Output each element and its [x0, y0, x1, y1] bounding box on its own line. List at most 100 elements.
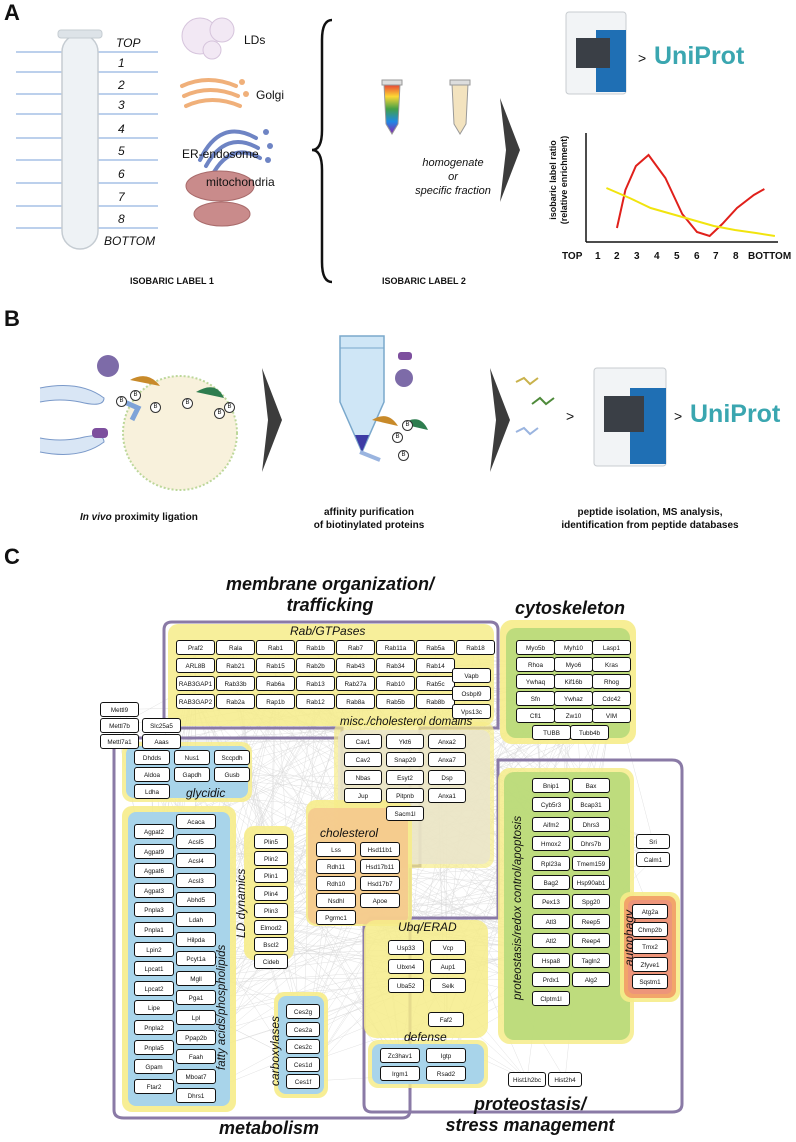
- caption-in-vivo: In vivo: [80, 512, 112, 523]
- protein-node: Myo5b: [516, 640, 555, 655]
- protein-node: Rab18: [456, 640, 495, 655]
- subtitle-glycidic: glycidic: [186, 786, 226, 800]
- caption-affinity: affinity purification of biotinylated pr…: [304, 506, 434, 532]
- protein-node: Bcap31: [572, 797, 610, 813]
- network-edge: [195, 921, 552, 959]
- protein-node: Rdh11: [316, 859, 356, 874]
- protein-node: Selk: [430, 978, 466, 993]
- protein-node: Alg2: [572, 972, 610, 987]
- isobaric-label-1: ISOBARIC LABEL 1: [130, 276, 214, 286]
- protein-node: Apoe: [360, 893, 400, 908]
- protein-node: Hist2h4: [548, 1072, 582, 1087]
- subtitle-cholesterol: cholesterol: [320, 826, 379, 840]
- protein-node: Rab1b: [296, 640, 335, 655]
- protein-node: Myh10: [554, 640, 593, 655]
- network-edge: [151, 791, 155, 852]
- fraction-label: 8: [118, 212, 125, 226]
- protein-node: Sqstm1: [632, 974, 668, 990]
- protein-node: Rab10: [376, 676, 415, 691]
- protein-node: Igtp: [426, 1048, 466, 1063]
- protein-node: Aaas: [142, 734, 181, 749]
- biotin-tag: B: [130, 390, 141, 401]
- protein-node: Rsad2: [426, 1066, 466, 1081]
- isobaric-label-2: ISOBARIC LABEL 2: [382, 276, 466, 286]
- protein-node: Kras: [592, 657, 631, 672]
- network-edge: [195, 785, 552, 999]
- protein-node: Mettl7a1: [100, 734, 139, 749]
- protein-node: Irgm1: [380, 1066, 420, 1081]
- protein-node: Dhrs1: [176, 1088, 216, 1104]
- organelle-lds-label: LDs: [244, 33, 266, 47]
- chart-x-tick: 1: [595, 251, 601, 262]
- protein-node: Dsp: [428, 770, 466, 785]
- protein-node: Rdh10: [316, 876, 356, 891]
- protein-node: Zfyve1: [632, 956, 668, 972]
- subtitle-misc: misc./cholesterol domains: [340, 716, 473, 728]
- protein-node: TUBB: [532, 725, 571, 740]
- title-membrane: membrane organization/ trafficking: [200, 574, 460, 616]
- title-membrane-line2: trafficking: [286, 595, 374, 615]
- protein-node: Pgrmc1: [316, 910, 356, 925]
- protein-node: Cav2: [344, 752, 382, 767]
- beige-tube-icon: [449, 79, 471, 135]
- protein-node: Rab14: [416, 658, 455, 673]
- protein-node: Pga1: [176, 990, 216, 1006]
- protein-node: Praf2: [176, 640, 215, 655]
- protein-node: Rhog: [592, 674, 631, 689]
- panel-b-letter: B: [4, 306, 20, 331]
- protein-node: Zc3hav1: [380, 1048, 420, 1063]
- protein-node: Tmx2: [632, 939, 668, 955]
- protein-node: Hspa8: [532, 952, 570, 968]
- protein-node: Lpin2: [134, 941, 174, 957]
- protein-node: Aldoa: [134, 767, 170, 782]
- protein-node: Plin4: [254, 885, 288, 901]
- panel-a-letter: A: [4, 0, 20, 25]
- protein-node: Rab8b: [416, 694, 455, 709]
- gt-symbol-b2: >: [674, 408, 683, 424]
- protein-node: Bnip1: [532, 778, 570, 793]
- protein-node: Agpat2: [134, 824, 174, 839]
- protein-node: Sacm1l: [386, 806, 424, 821]
- title-membrane-line1: membrane organization/: [225, 574, 435, 594]
- protein-node: Lipe: [134, 1000, 174, 1016]
- protein-node: Faf2: [428, 1012, 464, 1027]
- protein-node: Rab12: [296, 694, 335, 709]
- protein-node: Elmod2: [254, 920, 288, 935]
- caption-proximity-ligation: In vivo proximity ligation: [80, 512, 198, 523]
- network-edge: [404, 777, 552, 980]
- network-edge: [302, 1073, 447, 1082]
- tube-rim: [57, 29, 103, 39]
- centrifuge-tube: [61, 33, 99, 250]
- protein-node: Lss: [316, 842, 356, 857]
- protein-node: Rab5b: [376, 694, 415, 709]
- protein-node: Dhdds: [134, 750, 170, 765]
- protein-node: Cideb: [254, 954, 288, 970]
- protein-node: Rpl23a: [532, 855, 570, 871]
- protein-node: Pex13: [532, 894, 570, 910]
- protein-node: Sccpdh: [214, 750, 250, 765]
- protein-node: VIM: [592, 708, 631, 723]
- organelle-golgi-label: Golgi: [256, 88, 285, 102]
- red-curve: [615, 153, 765, 238]
- network-edge: [355, 701, 406, 760]
- protein-node: Ftar2: [134, 1078, 174, 1094]
- protein-node: Agpat9: [134, 843, 174, 859]
- protein-node: Aup1: [430, 959, 466, 974]
- network-edge: [270, 944, 407, 967]
- protein-node: Rala: [216, 640, 255, 655]
- protein-node: Gpam: [134, 1059, 174, 1075]
- protein-node: Osbpl9: [452, 686, 491, 701]
- fraction-label: 1: [118, 56, 125, 70]
- organelle-mito-label: mitochondria: [206, 175, 275, 189]
- protein-node: Usp33: [388, 940, 424, 955]
- protein-node: Snap29: [386, 752, 424, 767]
- protein-node: Dhrs3: [572, 816, 610, 832]
- yellow-curve: [606, 187, 776, 237]
- protein-node: Tmem159: [572, 855, 610, 871]
- biotin-tag: B: [398, 450, 409, 461]
- biotin-tag: B: [214, 408, 225, 419]
- protein-node: Ces2c: [286, 1039, 320, 1054]
- subtitle-rab: Rab/GTPases: [290, 624, 366, 638]
- protein-node: Ubxn4: [388, 959, 424, 974]
- subtitle-fatty: fatty acids/phospholipids: [216, 944, 228, 1070]
